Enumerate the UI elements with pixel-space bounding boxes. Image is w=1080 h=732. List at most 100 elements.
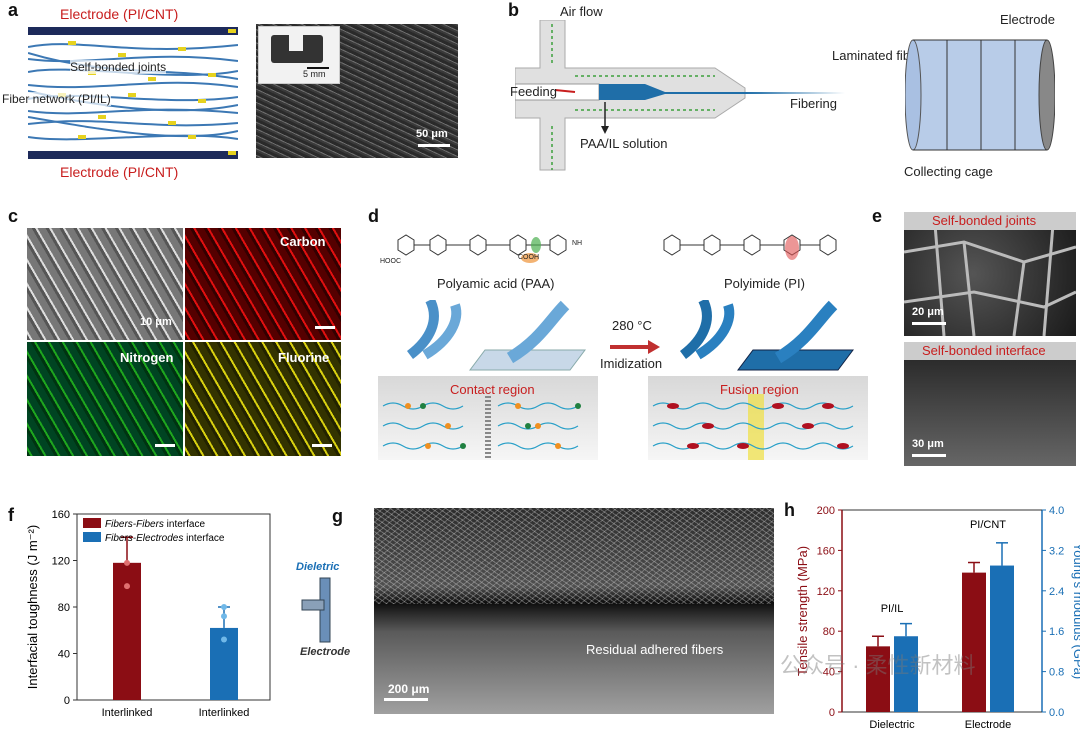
fluorine-map	[185, 342, 341, 456]
chart-h-ytick-right-label: 3.2	[1049, 545, 1064, 557]
chart-h-ytick-left-label: 120	[817, 586, 835, 598]
pi-structure	[650, 222, 850, 270]
fusion-region-svg	[652, 394, 854, 460]
panel-g-scalebar	[384, 698, 428, 701]
chart-h-bar	[990, 565, 1014, 712]
panel-e-letter: e	[872, 206, 883, 226]
chart-f-xtick-label: Interlinked	[199, 707, 250, 719]
panel-e1-scale-label: 20 μm	[912, 306, 944, 318]
fibering-label: Fibering	[790, 96, 837, 111]
self-bonded-interface-box	[904, 342, 1076, 360]
panel-e1-scalebar	[912, 322, 946, 325]
sem-image-e2	[904, 342, 1076, 466]
panel-g-scale-label: 200 μm	[388, 682, 430, 696]
chart-f-ytick-label: 40	[58, 649, 70, 661]
chart-f-ytick-label: 120	[52, 556, 70, 568]
panel-a-scale-label: 50 μm	[416, 128, 448, 140]
chart-f-ylabel: Interfacial toughness (J m⁻²)	[25, 525, 40, 689]
inset-scale-label: 5 mm	[303, 69, 326, 79]
chart-h-ytick-left-label: 160	[817, 545, 835, 557]
nh-label: NH	[572, 240, 583, 247]
contact-region-box	[378, 376, 598, 460]
chart-f-point	[221, 613, 227, 620]
sample-notch	[289, 35, 303, 51]
collecting-cage	[904, 30, 1056, 158]
chart-h-group-label: PI/CNT	[970, 519, 1006, 531]
chart-h-bar	[866, 646, 890, 712]
fluorine-label: Fluorine	[278, 350, 330, 365]
chart-h-ytick-right-label: 0.0	[1049, 707, 1064, 719]
chart-h-ytick-right-label: 0.8	[1049, 667, 1064, 679]
chart-h-ylabel-left: Tensile strength (MPa)	[795, 546, 810, 676]
chart-h-bar	[894, 636, 918, 712]
panel-e2-scalebar	[912, 454, 946, 457]
temp-label: 280 °C	[612, 318, 652, 333]
chart-h: 040801201602000.00.81.62.43.24.0Tensile …	[795, 505, 1080, 731]
chart-h-bar	[962, 572, 986, 712]
chart-h-ylabel-right: Young's modulus (GPa)	[1071, 543, 1080, 679]
chart-h-xtick-label: Dielectric	[869, 719, 915, 731]
chart-h-ytick-left-label: 80	[823, 626, 835, 638]
electrode-bottom-label: Electrode (PI/CNT)	[60, 164, 179, 180]
electrode-label-b: Electrode	[1000, 12, 1055, 27]
carbon-map	[185, 228, 341, 340]
fusion-region-label: Fusion region	[720, 382, 799, 397]
paa-label: Polyamic acid (PAA)	[437, 276, 555, 291]
residual-fibers-label: Residual adhered fibers	[586, 642, 724, 657]
arrow-heat	[610, 340, 660, 354]
chart-h-ytick-left-label: 40	[823, 667, 835, 679]
self-bonded-joints-label: Self-bonded joints	[70, 60, 167, 74]
pi-structure-svg	[663, 234, 837, 260]
chart-h-ytick-right-label: 2.4	[1049, 586, 1064, 598]
paa-structure	[380, 220, 580, 270]
sem-g-fiber-texture	[374, 508, 774, 604]
paa-il-solution-label: PAA/IL solution	[580, 136, 668, 151]
collecting-cage-label: Collecting cage	[904, 164, 993, 179]
spinneret-svg	[514, 19, 845, 171]
dielectric-label: Dieletric	[296, 561, 340, 573]
nitrogen-scalebar	[155, 444, 175, 447]
air-flow-label: Air flow	[560, 4, 603, 19]
chart-f-ytick-label: 80	[58, 602, 70, 614]
panel-a-scalebar	[418, 144, 450, 147]
chart-h-xtick-label: Electrode	[965, 719, 1011, 731]
imidization-label: Imidization	[600, 356, 663, 371]
chart-f-point	[124, 583, 130, 590]
chart-f-legend-label: Fibers-Fibers interface	[105, 519, 205, 530]
chart-h-group-label: PI/IL	[881, 603, 904, 615]
sem-e1-fibers	[903, 211, 1077, 337]
contact-illustration	[400, 297, 590, 376]
fiber-network-label: Fiber network (PI/IL)	[2, 92, 111, 106]
panel-c-scale-label: 10 μm	[140, 316, 172, 328]
panel-g-letter: g	[332, 506, 343, 526]
fluorine-scalebar	[312, 444, 332, 447]
sem-image-g	[374, 508, 774, 714]
chart-f-ytick-label: 0	[64, 695, 70, 707]
collecting-cage-svg	[904, 39, 1056, 151]
inset-photo: 5 mm	[258, 26, 340, 84]
panel-f-letter: f	[8, 505, 14, 525]
spinneret-diagram	[514, 19, 855, 180]
sample-schematic	[300, 574, 350, 646]
sample-schematic-svg	[301, 577, 331, 643]
chart-h-ytick-left-label: 200	[817, 505, 835, 517]
carbon-scalebar	[315, 326, 335, 329]
electrode-label-g: Electrode	[300, 646, 351, 658]
laminated-fibers-label: Laminated fibers	[832, 48, 929, 63]
contact-illustration-svg	[406, 297, 586, 371]
panel-a-sem-image	[256, 24, 458, 158]
chart-f-legend-swatch	[83, 518, 101, 528]
chart-f-xtick-label: Interlinked	[102, 707, 153, 719]
panel-a-letter: a	[8, 0, 19, 20]
nitrogen-map	[27, 342, 183, 456]
panel-c-letter: c	[8, 206, 19, 226]
electrode-top-label: Electrode (PI/CNT)	[60, 6, 179, 22]
fusion-illustration	[668, 297, 858, 376]
feeding-label: Feeding	[510, 84, 557, 99]
contact-region-label: Contact region	[450, 382, 535, 397]
panel-b-letter: b	[508, 0, 519, 20]
panel-e2-scale-label: 30 μm	[912, 438, 944, 450]
nitrogen-label: Nitrogen	[120, 350, 174, 365]
carbon-label: Carbon	[280, 234, 326, 249]
